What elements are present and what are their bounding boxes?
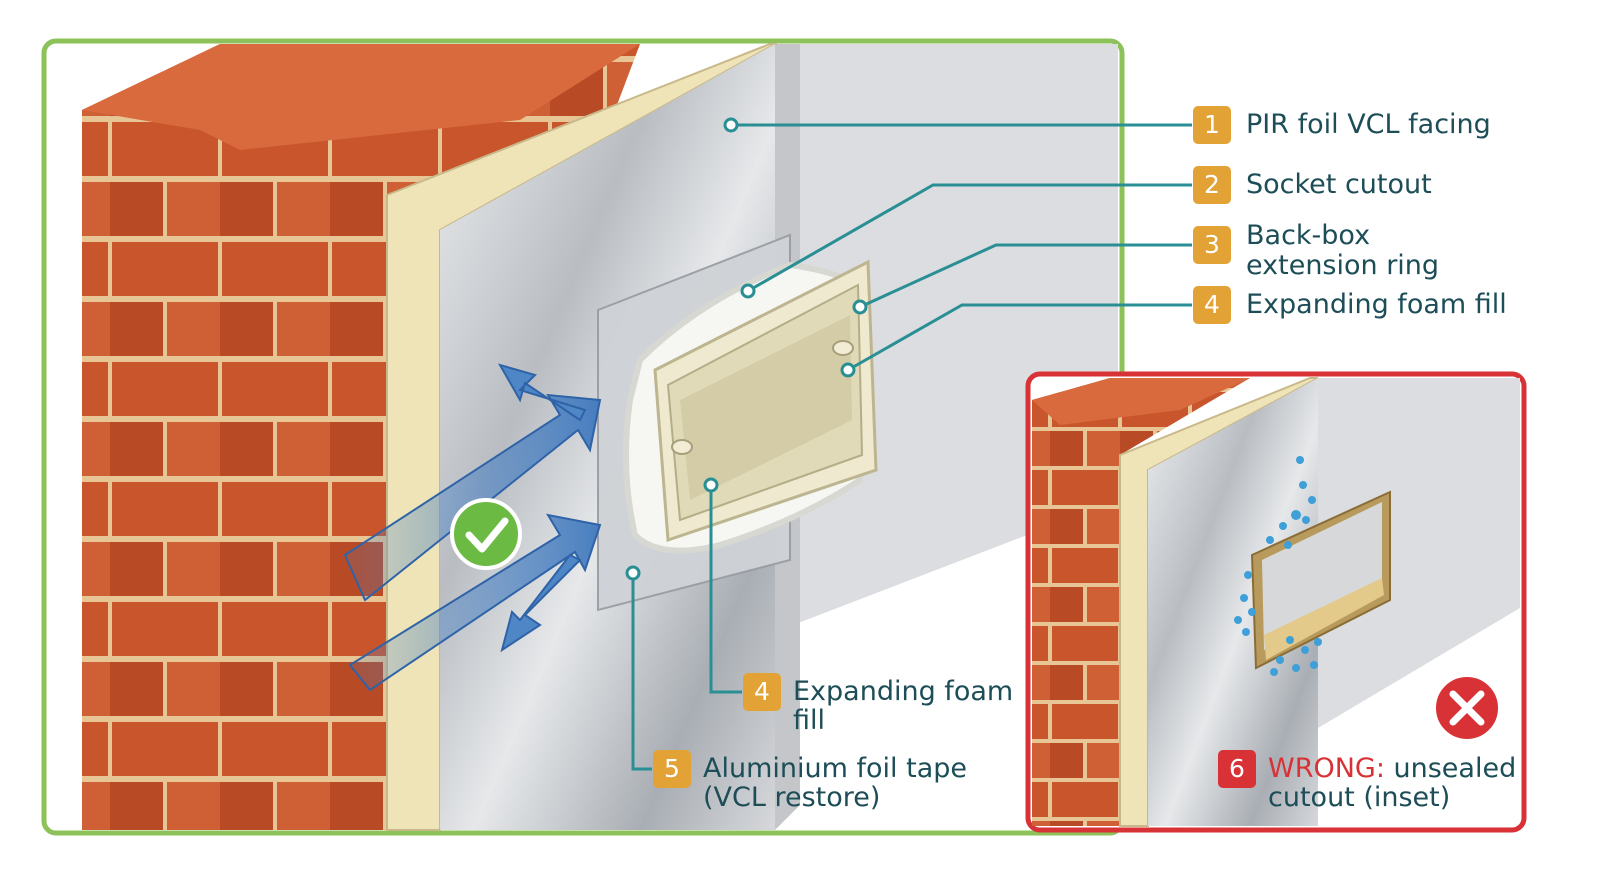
- leader-dot-5: [625, 565, 641, 581]
- brick-wall: [82, 44, 640, 830]
- leader-dot-2: [740, 283, 756, 299]
- callout-badge-3: 3: [1193, 226, 1231, 264]
- brick-top: [82, 44, 640, 150]
- lower-callout-label-5-line1: Aluminium foil tape: [703, 753, 967, 784]
- plasterboard-wall: [728, 44, 1118, 830]
- screw-lug: [671, 439, 693, 455]
- inset-brick-wall: [1032, 378, 1250, 826]
- inset-foil-facing: [1148, 378, 1318, 826]
- callout-label-3-line2: extension ring: [1246, 250, 1440, 281]
- callout-label-4: Expanding foam fill: [1246, 289, 1507, 320]
- leader-line-4-lower: [709, 485, 742, 694]
- wrong-word: WRONG:: [1268, 753, 1385, 784]
- callout-badge-1: 1: [1193, 106, 1231, 144]
- lower-callout-label-4-line1: Expanding foam: [793, 676, 1014, 707]
- callout-label-1: PIR foil VCL facing: [1246, 109, 1491, 140]
- leader-line-3: [859, 243, 1192, 309]
- leader-line-2: [747, 183, 1192, 293]
- water-droplets-icon: [1234, 456, 1322, 676]
- callout-label-3-line1: Back-box: [1246, 220, 1371, 251]
- inset-callout-label-line1: WRONG: unsealed: [1268, 754, 1516, 784]
- main-panel: [41, 38, 1125, 836]
- screw-lug: [832, 340, 854, 356]
- leader-line-5: [631, 573, 652, 771]
- lower-callout-label-5-line2: (VCL restore): [703, 782, 881, 813]
- callout-badge-2: 2: [1193, 166, 1231, 204]
- lower-callout-badge-5: 5: [653, 750, 691, 788]
- inset-callout-badge-6: 6: [1218, 750, 1256, 788]
- leader-dot-3: [852, 299, 868, 315]
- leader-line-4: [847, 303, 1192, 372]
- lower-callout-label-4-line2: fill: [793, 705, 826, 736]
- check-circle-icon: [450, 498, 522, 570]
- callout-label-2: Socket cutout: [1246, 169, 1432, 200]
- leader-dot-4: [840, 362, 856, 378]
- inset-callout-label-line2: cutout (inset): [1268, 782, 1451, 813]
- inset-callout-label-rest: unsealed: [1384, 753, 1517, 784]
- leader-dot-1: [723, 117, 739, 133]
- leader-lines: [631, 123, 1192, 771]
- airflow-arrows-icon: [343, 363, 602, 692]
- lower-callout-badge-4: 4: [743, 673, 781, 711]
- inset-panel: [1025, 371, 1527, 833]
- leader-dot-4-lower: [703, 477, 719, 493]
- x-circle-icon: [1432, 673, 1502, 743]
- callout-badge-4: 4: [1193, 286, 1231, 324]
